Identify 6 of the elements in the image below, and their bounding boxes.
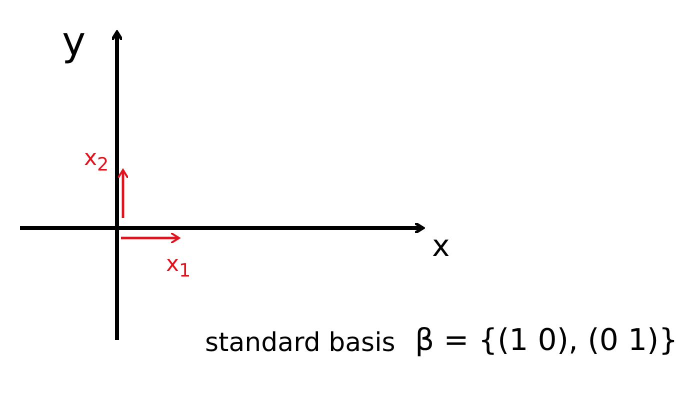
formula-text: β = {(1 0), (0 1)} <box>415 326 678 356</box>
vector-label: x$_{2}$ <box>84 148 109 175</box>
axis-label: y <box>62 22 86 62</box>
axis-label: x <box>432 232 450 262</box>
caption-text: standard basis <box>205 330 396 356</box>
vector-label: x$_{1}$ <box>166 254 191 281</box>
